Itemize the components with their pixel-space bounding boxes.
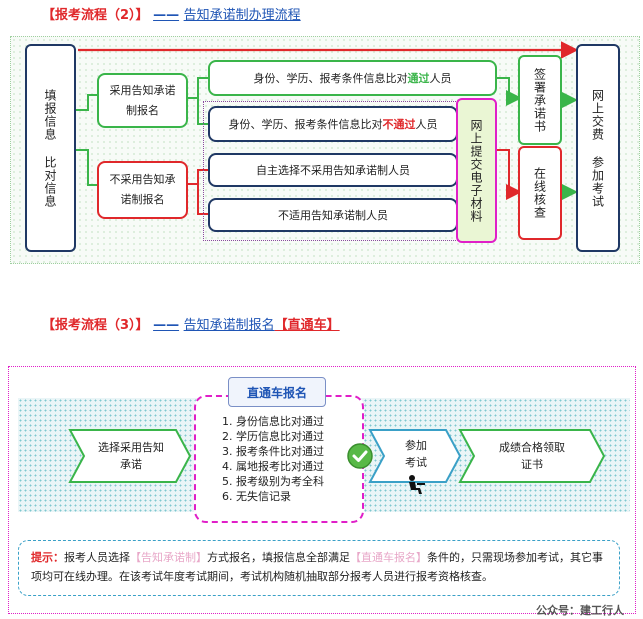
row-fail-pre: 身份、学历、报考条件信息比对 bbox=[228, 118, 383, 131]
eligibility-card bbox=[194, 395, 364, 523]
flow-panel-3 bbox=[8, 366, 636, 614]
eligibility-list: 1. 身份信息比对通过 2. 学历信息比对通过 3. 报考条件比对通过 4. 属… bbox=[222, 414, 356, 504]
eligibility-item: 3. 报考条件比对通过 bbox=[222, 445, 324, 458]
step-choose-pledge: 选择采用告知承诺 bbox=[98, 441, 164, 471]
tip-highlight-1: 【告知承诺制】 bbox=[130, 551, 207, 564]
section3-title-text: 告知承诺制报名 bbox=[183, 318, 275, 333]
row-fail: 身份、学历、报考条件信息比对不通过人员 bbox=[208, 106, 458, 142]
section2-title-text: 告知承诺制办理流程 bbox=[183, 8, 301, 23]
submit-materials-box: 网上提交电子材料 bbox=[456, 98, 497, 243]
row-pass-pre: 身份、学历、报考条件信息比对 bbox=[253, 72, 408, 85]
tip-text-2: 方式报名，填报信息全部满足 bbox=[207, 551, 350, 564]
watermark-text: 公众号：建工行人 bbox=[536, 604, 624, 617]
eligibility-item: 2. 学历信息比对通过 bbox=[222, 430, 324, 443]
row-fail-em: 不通过 bbox=[382, 118, 416, 131]
section2-title-line: —— bbox=[153, 8, 180, 23]
adopt-box: 采用告知承诺制报名 bbox=[97, 73, 188, 128]
tip-highlight-2: 【直通车报名】 bbox=[350, 551, 427, 564]
row-pass-em: 通过 bbox=[407, 72, 430, 85]
section3-title-prefix: 【报考流程（3）】 bbox=[42, 318, 149, 333]
flow-connectors-2 bbox=[76, 41, 579, 215]
sign-pledge-box: 签署承诺书 bbox=[518, 55, 562, 145]
nonadopt-box: 不采用告知承诺制报名 bbox=[97, 161, 188, 219]
fill-info-box: 填报信息 比对信息 bbox=[25, 44, 76, 252]
eligibility-item: 5. 报考级别为考全科 bbox=[222, 475, 324, 488]
eligibility-item: 1. 身份信息比对通过 bbox=[222, 415, 324, 428]
eligibility-item: 4. 属地报考比对通过 bbox=[222, 460, 324, 473]
eligibility-item: 6. 无失信记录 bbox=[222, 490, 291, 503]
tip-text-3: 条件的，只需现场参加考试，其它事项均可在线办理。在该考试年度考试期间，考试机构随… bbox=[31, 551, 603, 583]
online-verify-box: 在线核查 bbox=[518, 146, 562, 240]
check-icon bbox=[347, 443, 373, 469]
row-not-applicable: 不适用告知承诺制人员 bbox=[208, 198, 458, 232]
section2-title: 【报考流程（2）】 —— 告知承诺制办理流程 bbox=[42, 4, 301, 23]
tip-label: 提示： bbox=[31, 551, 64, 564]
section2-title-prefix: 【报考流程（2）】 bbox=[42, 8, 149, 23]
tip-text-1: 报考人员选择 bbox=[64, 551, 130, 564]
row-pass-post: 人员 bbox=[429, 72, 452, 85]
row-pass: 身份、学历、报考条件信息比对通过人员 bbox=[208, 60, 497, 96]
step-take-exam: 参加考试 bbox=[405, 439, 427, 469]
section3-title-em: 【直通车】 bbox=[274, 318, 340, 333]
section3-title: 【报考流程（3）】 —— 告知承诺制报名【直通车】 bbox=[42, 314, 340, 333]
section3-title-line: —— bbox=[153, 318, 180, 333]
tip-box: 提示：报考人员选择【告知承诺制】方式报名，填报信息全部满足【直通车报名】条件的，… bbox=[18, 540, 620, 596]
row-fail-post: 人员 bbox=[415, 118, 438, 131]
exam-person-icon bbox=[409, 475, 425, 494]
step-get-certificate: 成绩合格领取证书 bbox=[499, 441, 565, 471]
ribbon-direct-train: 直通车报名 bbox=[228, 377, 326, 407]
pay-exam-box: 网上交费 参加考试 bbox=[576, 44, 620, 252]
